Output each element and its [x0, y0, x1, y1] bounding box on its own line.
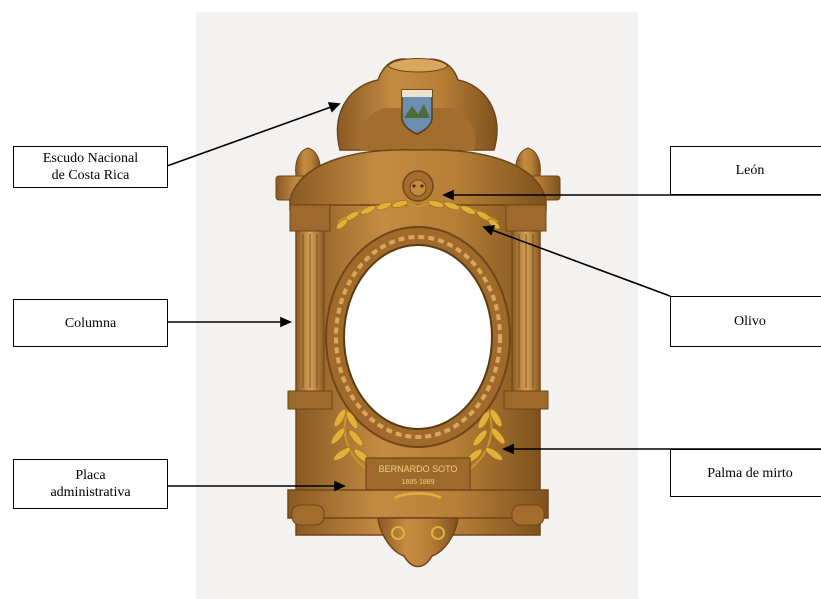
label-olivo: Olivo	[670, 296, 821, 347]
label-leon: León	[670, 146, 821, 195]
label-palma-de-mirto: Palma de mirto	[670, 449, 821, 497]
label-placa-administrativa: Placa administrativa	[13, 459, 168, 509]
label-palma-text: Palma de mirto	[707, 465, 793, 482]
plaque-line1: BERNARDO SOTO	[379, 464, 458, 474]
label-escudo-nacional: Escudo Nacional de Costa Rica	[13, 146, 168, 188]
plaque-line2: 1885 1889	[401, 479, 434, 486]
label-columna-text: Columna	[65, 315, 116, 332]
coat-of-arms-icon	[402, 90, 432, 134]
label-olivo-text: Olivo	[734, 313, 766, 330]
lion-head-icon	[403, 171, 433, 201]
label-columna: Columna	[13, 299, 168, 347]
label-leon-text: León	[736, 162, 765, 179]
label-placa-text: Placa administrativa	[50, 467, 130, 501]
mirror-glass	[344, 245, 492, 429]
label-escudo-text: Escudo Nacional de Costa Rica	[43, 150, 138, 184]
